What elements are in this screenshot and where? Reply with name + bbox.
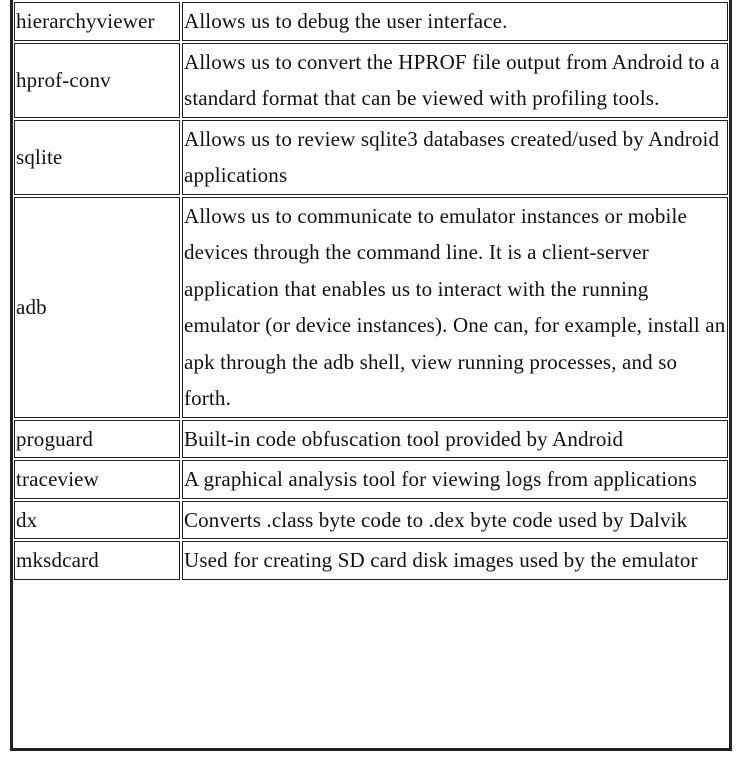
tool-name-cell: dx [14, 500, 180, 539]
table-row: hierarchyviewer Allows us to debug the u… [14, 2, 728, 41]
tool-description-cell: Converts .class byte code to .dex byte c… [182, 500, 728, 539]
tool-description-cell: Built-in code obfuscation tool provided … [182, 419, 728, 458]
tool-name-cell: sqlite [14, 119, 180, 195]
tool-name-cell: proguard [14, 419, 180, 458]
table-row: hprof-conv Allows us to convert the HPRO… [14, 42, 728, 118]
tool-name-cell: hierarchyviewer [14, 2, 180, 41]
tools-table: hierarchyviewer Allows us to debug the u… [12, 0, 730, 582]
table-row: proguard Built-in code obfuscation tool … [14, 419, 728, 458]
tool-description-cell: Allows us to convert the HPROF file outp… [182, 42, 728, 118]
table-row: traceview A graphical analysis tool for … [14, 460, 728, 499]
tool-description-cell: Allows us to communicate to emulator ins… [182, 196, 728, 418]
tool-description-cell: A graphical analysis tool for viewing lo… [182, 460, 728, 499]
tool-name-cell: mksdcard [14, 541, 180, 580]
tool-description-cell: Allows us to debug the user interface. [182, 2, 728, 41]
table-row: dx Converts .class byte code to .dex byt… [14, 500, 728, 539]
tool-name-cell: hprof-conv [14, 42, 180, 118]
tool-name-cell: adb [14, 196, 180, 418]
tool-description-cell: Used for creating SD card disk images us… [182, 541, 728, 580]
table-frame [10, 0, 732, 751]
tool-name-cell: traceview [14, 460, 180, 499]
table-row: mksdcard Used for creating SD card disk … [14, 541, 728, 580]
table-row: adb Allows us to communicate to emulator… [14, 196, 728, 418]
table-row: sqlite Allows us to review sqlite3 datab… [14, 119, 728, 195]
tool-description-cell: Allows us to review sqlite3 databases cr… [182, 119, 728, 195]
